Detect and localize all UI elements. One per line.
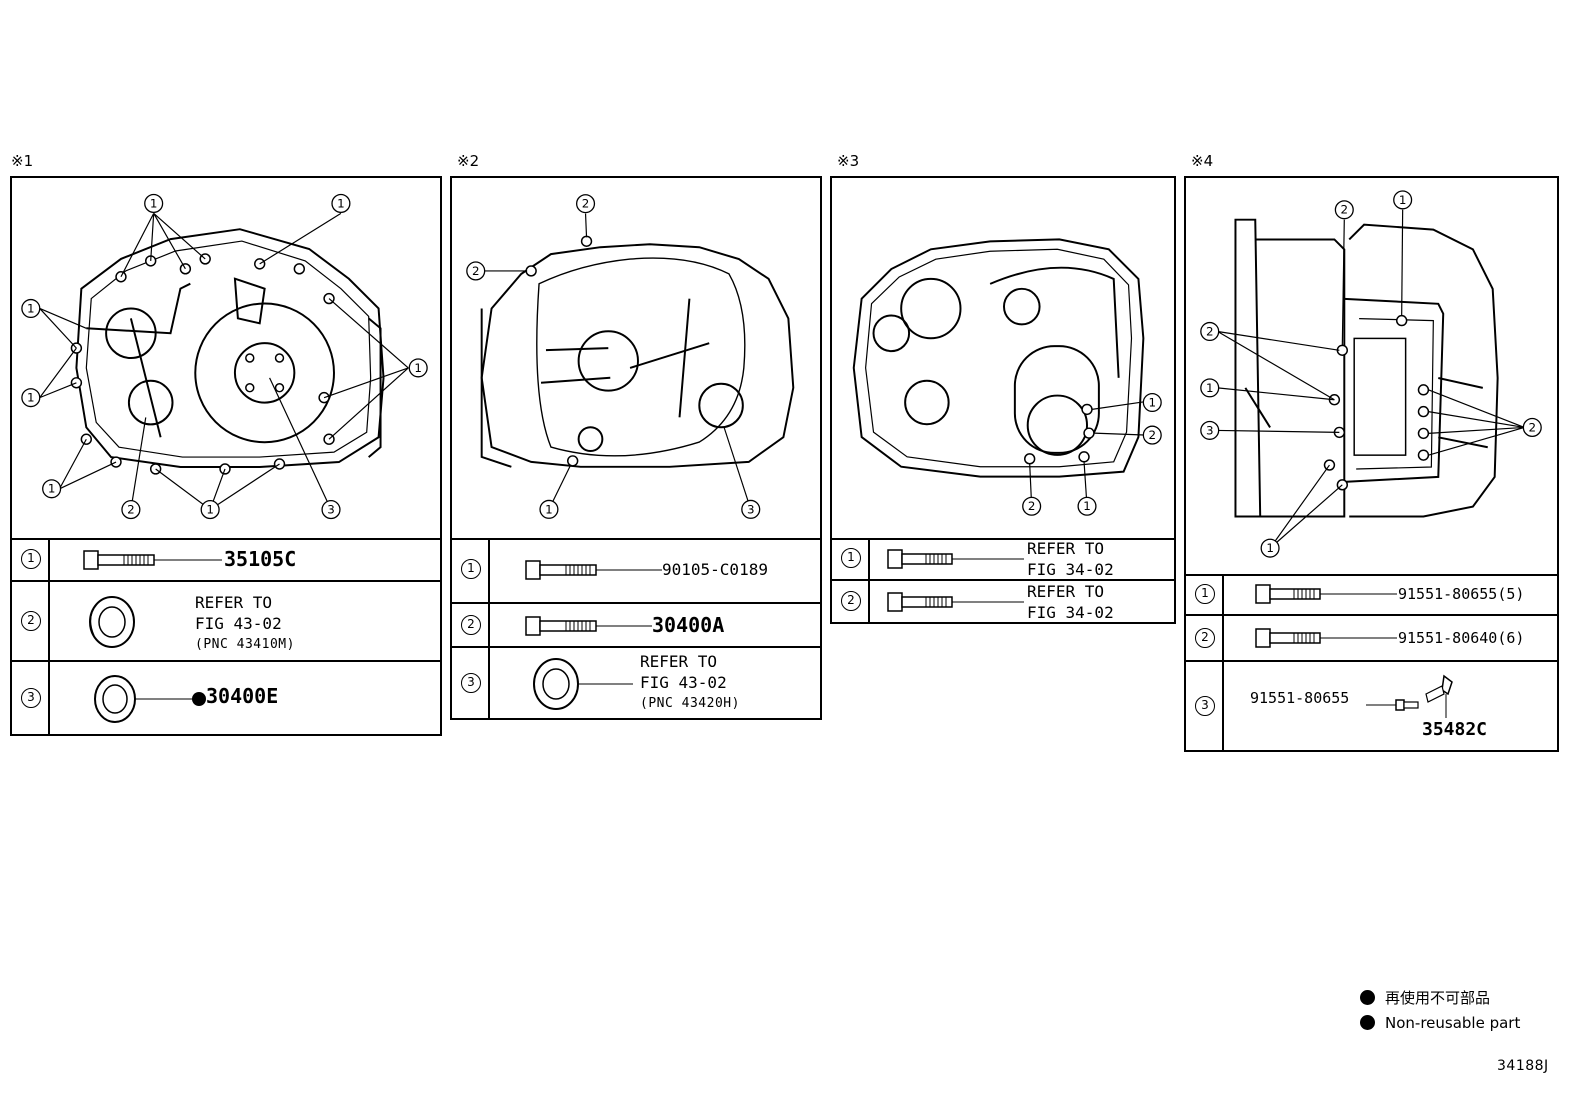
- callout-2: 2: [1528, 420, 1536, 434]
- bolt-icon: [887, 592, 1024, 612]
- part-number: 91551-80655(5): [1398, 585, 1525, 603]
- callout-2: 2: [1028, 499, 1036, 513]
- panel-1: 1 1 1 1 1 1 2 1 3 1: [10, 176, 442, 736]
- panel-1-drawing: 1 1 1 1 1 1 2 1 3: [12, 178, 440, 540]
- refer-text: REFER TO FIG 34-02: [1027, 582, 1114, 622]
- panel-2-row-3: 3 REFER TO FIG 43-02 (PNC 43420H): [452, 648, 820, 720]
- callout-1: 1: [1266, 541, 1274, 555]
- refer-text: REFER TO FIG 34-02: [1027, 539, 1114, 579]
- row-number: 2: [841, 591, 861, 611]
- callout-2: 2: [472, 264, 480, 278]
- refer-text: REFER TO FIG 43-02 (PNC 43410M): [195, 593, 295, 652]
- callout-1: 1: [206, 503, 214, 517]
- legend-item-en: Non-reusable part: [1360, 1010, 1520, 1035]
- panel-2-mark: ※2: [457, 152, 480, 170]
- row-number: 2: [1195, 628, 1215, 648]
- row-number: 1: [1195, 584, 1215, 604]
- oil-seal-icon: [94, 675, 206, 723]
- panel-3: 1 2 2 1 1 REFER TO FIG 34-02 2: [830, 176, 1176, 624]
- callout-1: 1: [414, 361, 422, 375]
- callout-1: 1: [27, 301, 35, 315]
- panel-2: 2 2 1 3 1 90105-C0189 2 30400A: [450, 176, 822, 720]
- callout-1: 1: [337, 196, 345, 210]
- callout-1: 1: [1399, 193, 1407, 207]
- callout-3: 3: [1206, 423, 1214, 437]
- callout-3: 3: [327, 503, 335, 517]
- bolt-icon: [525, 560, 662, 580]
- row-number: 1: [21, 549, 41, 569]
- refer-text: REFER TO FIG 43-02 (PNC 43420H): [640, 652, 740, 711]
- part-number: 91551-80655: [1250, 689, 1350, 707]
- transaxle-oil-pan-view: 1 2 2 1 3 2 1: [1200, 190, 1542, 558]
- transaxle-case-side-view: 2 2 1 3: [466, 194, 795, 519]
- panel-2-drawing: 2 2 1 3: [452, 178, 820, 540]
- part-number: 30400E: [206, 684, 279, 708]
- transaxle-case-rear-view: 1 2 2 1: [852, 238, 1162, 516]
- panel-1-mark: ※1: [11, 152, 34, 170]
- transaxle-case-front-view: 1 1 1 1 1 1 2 1 3: [21, 193, 428, 520]
- panel-1-row-3: 3 30400E: [12, 662, 440, 736]
- legend-item-jp: 再使用不可部品: [1360, 985, 1520, 1010]
- panel-2-row-1: 1 90105-C0189: [452, 538, 820, 604]
- callout-1: 1: [27, 391, 35, 405]
- panel-4-row-1: 1 91551-80655(5): [1186, 574, 1557, 616]
- panel-4-row-2: 2 91551-80640(6): [1186, 616, 1557, 662]
- oil-seal-icon: [89, 596, 135, 648]
- panel-3-row-2: 2 REFER TO FIG 34-02: [832, 581, 1174, 624]
- bolt-icon: [83, 550, 222, 570]
- panel-3-mark: ※3: [837, 152, 860, 170]
- callout-1: 1: [1148, 395, 1156, 409]
- panel-4-row-3: 3 91551-80655 35482C: [1186, 662, 1557, 752]
- non-reusable-dot: [192, 692, 206, 706]
- panel-1-row-1: 1 35105C: [12, 538, 440, 582]
- non-reusable-dot-icon: [1360, 990, 1375, 1005]
- row-number: 1: [461, 559, 481, 579]
- panel-2-row-2: 2 30400A: [452, 604, 820, 648]
- non-reusable-dot-icon: [1360, 1015, 1375, 1030]
- row-number: 3: [461, 673, 481, 693]
- callout-1: 1: [1083, 499, 1091, 513]
- callout-2: 2: [1206, 324, 1214, 338]
- panel-3-row-1: 1 REFER TO FIG 34-02: [832, 538, 1174, 581]
- bolt-icon: [525, 616, 652, 636]
- part-number: 30400A: [652, 613, 725, 637]
- panel-3-drawing: 1 2 2 1: [832, 178, 1174, 540]
- part-number: 90105-C0189: [662, 560, 768, 579]
- callout-1: 1: [150, 196, 158, 210]
- callout-2: 2: [582, 197, 590, 211]
- callout-1: 1: [545, 502, 553, 516]
- row-number: 2: [21, 611, 41, 631]
- legend: 再使用不可部品 Non-reusable part: [1360, 985, 1520, 1035]
- part-number: 35482C: [1422, 719, 1488, 740]
- callout-1: 1: [1206, 381, 1214, 395]
- part-number: 35105C: [224, 547, 297, 571]
- part-number: 91551-80640(6): [1398, 629, 1525, 647]
- row-number: 3: [21, 688, 41, 708]
- panel-4-drawing: 1 2 2 1 3 2 1: [1186, 178, 1557, 576]
- callout-1: 1: [48, 482, 56, 496]
- bolt-icon: [1255, 584, 1397, 604]
- bolt-icon: [1255, 628, 1397, 648]
- bolt-clamp-icon: [1366, 674, 1453, 718]
- callout-2: 2: [127, 503, 135, 517]
- panel-4-mark: ※4: [1191, 152, 1214, 170]
- row-number: 3: [1195, 696, 1215, 716]
- callout-2: 2: [1148, 428, 1156, 442]
- panel-4: 1 2 2 1 3 2 1 1 91551-80655(5): [1184, 176, 1559, 752]
- oil-seal-icon: [533, 658, 633, 710]
- bolt-icon: [887, 549, 1024, 569]
- panel-1-row-2: 2 REFER TO FIG 43-02 (PNC 43410M): [12, 582, 440, 662]
- row-number: 1: [841, 548, 861, 568]
- callout-2: 2: [1341, 203, 1349, 217]
- callout-3: 3: [747, 502, 755, 516]
- illustration-code: 34188J: [1497, 1058, 1549, 1074]
- row-number: 2: [461, 615, 481, 635]
